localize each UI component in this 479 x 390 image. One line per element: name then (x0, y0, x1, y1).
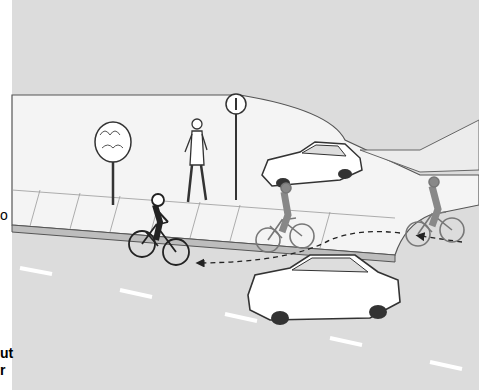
cropped-text: ut (0, 345, 13, 361)
ghost-cyclist (406, 177, 464, 246)
road-surface (12, 0, 479, 390)
street-sign (226, 94, 246, 200)
ghost-cyclist (256, 183, 314, 252)
pedestrian (185, 119, 207, 202)
moving-car (248, 255, 400, 325)
corner-sidewalk (360, 120, 479, 172)
cropped-text: o (0, 207, 8, 223)
cropped-text: r (0, 362, 5, 378)
parked-car (262, 142, 362, 188)
tree (95, 122, 131, 205)
sidewalk-tiles (12, 190, 395, 248)
cyclist (129, 194, 189, 265)
